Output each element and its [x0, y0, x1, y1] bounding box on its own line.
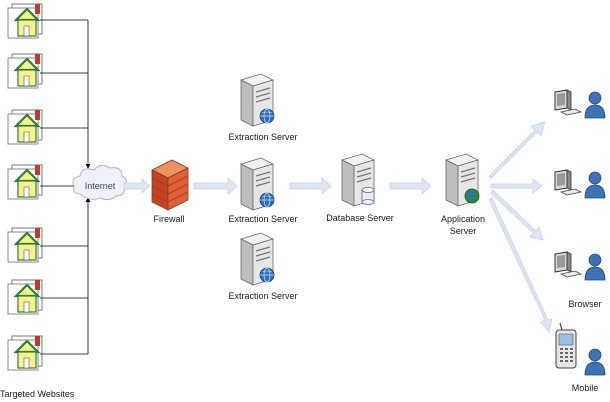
server-icon-extraction-bottom	[240, 232, 275, 286]
arrow-internet-firewall	[123, 178, 151, 194]
server-icon-extraction-mid	[240, 157, 275, 211]
server-database-icon	[341, 153, 375, 207]
client-computer-user-icon-1	[554, 89, 606, 119]
arrow-app-client3	[490, 189, 544, 241]
mobile-phone-user-icon	[555, 322, 606, 376]
arrow-app-mobile	[488, 197, 553, 333]
extraction-server-top-label: Extraction Server	[228, 132, 298, 142]
server-globe-icon-application	[445, 153, 480, 207]
cloud-icon	[72, 164, 128, 201]
application-server-label-line1: Application	[440, 214, 486, 224]
arrow-database-application	[389, 177, 432, 195]
extraction-server-mid-label: Extraction Server	[228, 214, 298, 224]
database-server-label: Database Server	[326, 213, 394, 223]
targeted-websites-label: Targeted Websites	[0, 389, 75, 399]
website-icon-5	[6, 226, 44, 264]
website-icon-7	[6, 334, 44, 372]
mobile-label: Mobile	[571, 383, 599, 393]
extraction-server-bottom-label: Extraction Server	[228, 291, 298, 301]
website-icon-6	[6, 278, 44, 316]
arrow-firewall-extraction	[193, 177, 238, 195]
client-computer-user-icon-3	[554, 251, 606, 281]
client-computer-user-icon-2	[554, 169, 606, 199]
arrow-app-client1	[488, 121, 546, 179]
arrow-extraction-database	[289, 177, 332, 195]
brick-wall-icon	[151, 159, 189, 211]
website-icon-4	[6, 163, 44, 201]
flow-arrows	[123, 121, 553, 333]
server-icon-extraction-top	[240, 73, 275, 127]
internet-label: Internet	[84, 181, 116, 191]
website-icon-2	[6, 52, 44, 90]
application-server-label-line2: Server	[449, 226, 477, 236]
arrow-app-client2	[490, 178, 543, 194]
website-icon-3	[6, 108, 44, 146]
website-icon-1	[6, 2, 44, 40]
website-connectors	[40, 19, 91, 355]
browser-label: Browser	[568, 299, 602, 309]
firewall-label: Firewall	[153, 214, 185, 224]
